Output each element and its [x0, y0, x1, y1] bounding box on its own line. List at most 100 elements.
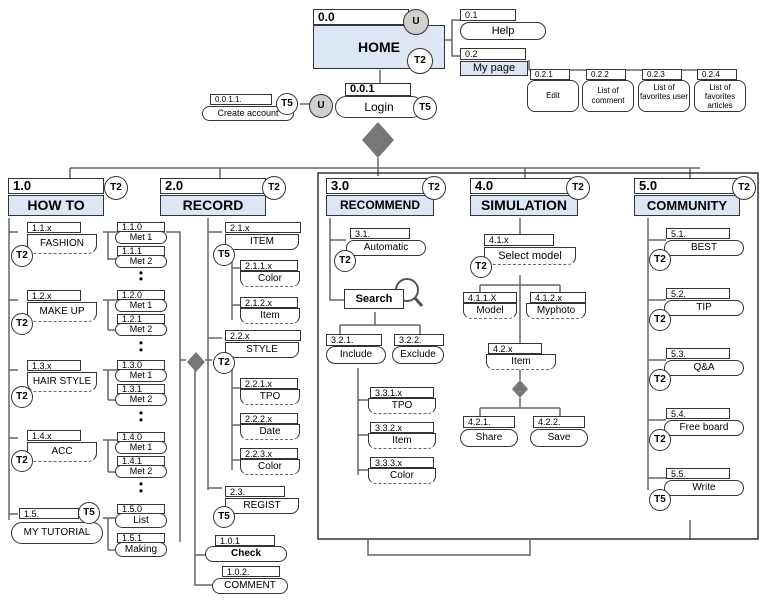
model-node[interactable]: Model — [463, 303, 517, 319]
check-node[interactable]: Check — [205, 546, 287, 562]
freeboard-number: 5.4. — [666, 408, 730, 419]
login-node[interactable]: Login — [335, 96, 423, 118]
sim-item-node[interactable]: Item — [486, 354, 556, 370]
community-t2-badge: T2 — [732, 176, 756, 200]
save-number: 4.2.2. — [533, 416, 585, 428]
list-node[interactable]: List — [115, 513, 167, 528]
login-number: 0.0.1 — [345, 83, 411, 96]
makeup-node[interactable]: MAKE UP — [27, 302, 97, 322]
hairstyle-met1[interactable]: Met 1 — [115, 369, 167, 382]
qa-node[interactable]: Q&A — [664, 360, 744, 376]
save-node[interactable]: Save — [530, 429, 588, 447]
community-number: 5.0 — [634, 178, 740, 194]
search-node[interactable]: Search — [344, 289, 404, 309]
write-t5-badge: T5 — [649, 489, 671, 511]
comment-node[interactable]: COMMENT — [212, 578, 288, 594]
record-date-number: 2.2.2.x — [240, 413, 298, 424]
home-t2-badge: T2 — [407, 48, 433, 74]
community-node[interactable]: COMMUNITY — [634, 195, 740, 216]
tutorial-number: 1.5. — [19, 508, 79, 519]
list-comment-number: 0.2.2 — [586, 69, 626, 80]
record-node[interactable]: RECORD — [160, 195, 266, 216]
record-regist-node[interactable]: REGIST — [225, 498, 299, 514]
automatic-node[interactable]: Automatic — [346, 240, 426, 256]
freeboard-t2-badge: T2 — [649, 429, 671, 451]
ellipsis: • — [138, 343, 144, 357]
record-item-t5-badge: T5 — [213, 244, 235, 266]
record-style-node[interactable]: STYLE — [225, 342, 299, 358]
howto-node[interactable]: HOW TO — [8, 195, 104, 216]
recommend-number: 3.0 — [326, 178, 434, 194]
makeup-met1[interactable]: Met 1 — [115, 299, 167, 312]
making-node[interactable]: Making — [115, 542, 167, 557]
select-model-number: 4.1.x — [484, 234, 554, 246]
help-node[interactable]: Help — [460, 22, 546, 40]
create-account-node[interactable]: Create account — [202, 106, 294, 121]
tip-number: 5.2. — [666, 288, 730, 299]
tip-node[interactable]: TIP — [664, 300, 744, 316]
hairstyle-met2[interactable]: Met 2 — [115, 393, 167, 406]
write-node[interactable]: Write — [664, 480, 744, 496]
ellipsis: • — [138, 413, 144, 427]
recommend-t2-badge: T2 — [422, 176, 446, 200]
qa-number: 5.3. — [666, 348, 730, 359]
login-t5-badge: T5 — [413, 96, 437, 120]
makeup-met2[interactable]: Met 2 — [115, 323, 167, 336]
record-style-number: 2.2.x — [225, 330, 301, 341]
fashion-met1[interactable]: Met 1 — [115, 231, 167, 244]
fashion-number: 1.1.x — [27, 222, 81, 233]
myphoto-node[interactable]: Myphoto — [526, 303, 586, 319]
favorites-articles-node[interactable]: List of favorites articles — [694, 80, 746, 112]
rec-item-node[interactable]: Item — [368, 433, 436, 449]
login-user-badge: U — [309, 94, 333, 118]
record-style-t2-badge: T2 — [213, 352, 235, 374]
include-node[interactable]: Include — [326, 346, 386, 364]
fashion-met2[interactable]: Met 2 — [115, 255, 167, 268]
record-regist-t5-badge: T5 — [213, 506, 235, 528]
help-number: 0.1 — [460, 9, 516, 21]
hairstyle-node[interactable]: HAIR STYLE — [27, 372, 97, 392]
acc-number: 1.4.x — [27, 430, 81, 441]
model-number: 4.1.1.X — [463, 292, 517, 303]
ellipsis: • — [138, 477, 144, 491]
mypage-node[interactable]: My page — [460, 61, 528, 76]
select-model-t2-badge: T2 — [470, 256, 492, 278]
howto-number: 1.0 — [8, 178, 104, 194]
exclude-node[interactable]: Exclude — [392, 346, 444, 364]
include-number: 3.2.1. — [326, 334, 382, 346]
write-number: 5.5. — [666, 468, 730, 479]
select-model-node[interactable]: Select model — [484, 247, 576, 265]
home-user-badge: U — [403, 9, 429, 35]
acc-met1[interactable]: Met 1 — [115, 441, 167, 454]
record-date-node[interactable]: Date — [240, 424, 300, 440]
rec-tpo-node[interactable]: TPO — [368, 398, 436, 414]
record-regist-number: 2.3. — [225, 486, 285, 497]
best-number: 5.1. — [666, 228, 730, 239]
rec-color-node[interactable]: Color — [368, 468, 436, 484]
share-node[interactable]: Share — [460, 429, 518, 447]
myphoto-number: 4.1.2.x — [530, 292, 586, 303]
tutorial-node[interactable]: MY TUTORIAL — [11, 522, 103, 544]
freeboard-node[interactable]: Free board — [664, 420, 744, 436]
record-color2-node[interactable]: Color — [240, 459, 300, 475]
fashion-node[interactable]: FASHION — [27, 234, 97, 254]
best-node[interactable]: BEST — [664, 240, 744, 256]
favorites-user-node[interactable]: List of favorites user — [638, 80, 690, 112]
acc-met2[interactable]: Met 2 — [115, 465, 167, 478]
list-comment-node[interactable]: List of comment — [582, 80, 634, 112]
acc-node[interactable]: ACC — [27, 442, 97, 462]
rec-tpo-number: 3.3.1.x — [370, 387, 434, 398]
recommend-node[interactable]: RECOMMEND — [326, 195, 434, 216]
favorites-user-number: 0.2.3 — [642, 69, 682, 80]
record-tpo-node[interactable]: TPO — [240, 389, 300, 405]
edit-node[interactable]: Edit — [527, 80, 579, 112]
simulation-node[interactable]: SIMULATION — [470, 195, 578, 216]
record-color1-node[interactable]: Color — [240, 271, 300, 287]
simulation-t2-badge: T2 — [566, 176, 590, 200]
record-item-node[interactable]: ITEM — [225, 234, 299, 250]
record-item2-node[interactable]: Item — [240, 308, 300, 324]
best-t2-badge: T2 — [649, 249, 671, 271]
record-color1-number: 2.1.1.x — [240, 260, 298, 271]
ellipsis: • — [138, 272, 144, 286]
